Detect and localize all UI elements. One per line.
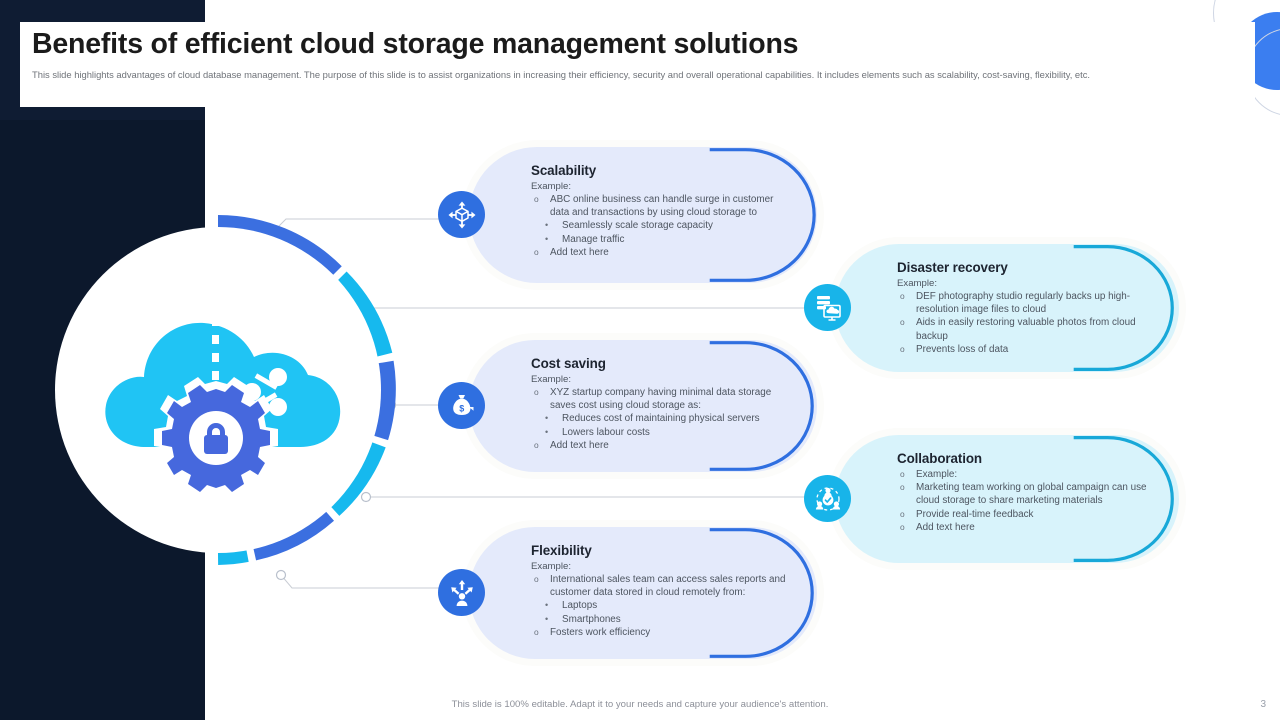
list-item: International sales team can access sale… (531, 573, 787, 599)
hub-ring (217, 215, 396, 565)
list-item: DEF photography studio regularly backs u… (897, 290, 1149, 316)
card-example-label: Example: (531, 561, 571, 572)
list-item: XYZ startup company having minimal data … (531, 386, 787, 412)
list-item: ABC online business can handle surge in … (531, 193, 787, 219)
list-item: Provide real-time feedback (897, 508, 1149, 521)
list-item: Seamlessly scale storage capacity (531, 219, 787, 232)
server-cloud-backup-icon (804, 284, 851, 331)
central-hub (33, 205, 403, 575)
card-bullet-list: Example: Marketing team working on globa… (897, 468, 1149, 534)
card-sub-bullet-list: Reduces cost of maintaining physical ser… (531, 412, 787, 439)
cloud-gear-lock-icon (88, 265, 348, 515)
card-bullet-list: ABC online business can handle surge in … (531, 193, 787, 219)
card-example-label: Example: (531, 181, 571, 192)
list-item: Laptops (531, 599, 787, 612)
card-title: Cost saving (531, 356, 606, 371)
card-bullet-list-2: Add text here (531, 246, 787, 259)
list-item: Smartphones (531, 613, 787, 626)
title-block: Benefits of efficient cloud storage mana… (20, 22, 1255, 107)
list-item: Example: (897, 468, 1149, 481)
svg-text:$: $ (459, 403, 464, 413)
card-disaster-recovery[interactable]: Disaster recovery Example: DEF photograp… (804, 237, 1186, 379)
money-bag-icon: $ (438, 382, 485, 429)
card-title: Flexibility (531, 543, 592, 558)
page-title: Benefits of efficient cloud storage mana… (32, 28, 799, 60)
card-sub-bullet-list: Seamlessly scale storage capacity Manage… (531, 219, 787, 246)
footer-note: This slide is 100% editable. Adapt it to… (451, 699, 829, 710)
list-item: Reduces cost of maintaining physical ser… (531, 412, 787, 425)
list-item: Fosters work efficiency (531, 626, 787, 639)
card-bullet-list: International sales team can access sale… (531, 573, 787, 599)
card-title: Scalability (531, 163, 597, 178)
page-subtitle: This slide highlights advantages of clou… (32, 69, 1091, 80)
card-title: Collaboration (897, 451, 982, 466)
card-example-label: Example: (897, 278, 937, 289)
card-cost-saving[interactable]: Cost saving Example: XYZ startup company… (438, 333, 824, 479)
card-scalability[interactable]: Scalability Example: ABC online business… (438, 140, 824, 290)
list-item: Manage traffic (531, 233, 787, 246)
card-bullet-list-2: Fosters work efficiency (531, 626, 787, 639)
team-collaboration-icon (804, 475, 851, 522)
person-arrows-branch-icon (438, 569, 485, 616)
list-item: Aids in easily restoring valuable photos… (897, 316, 1149, 342)
list-item: Marketing team working on global campaig… (897, 481, 1149, 507)
card-title: Disaster recovery (897, 260, 1008, 275)
card-bullet-list: XYZ startup company having minimal data … (531, 386, 787, 412)
list-item: Lowers labour costs (531, 426, 787, 439)
page-number: 3 (1260, 699, 1266, 710)
card-collaboration[interactable]: Collaboration Example: Marketing team wo… (804, 428, 1186, 570)
list-item: Add text here (531, 439, 787, 452)
scale-arrows-cube-icon (438, 191, 485, 238)
list-item: Add text here (531, 246, 787, 259)
card-sub-bullet-list: Laptops Smartphones (531, 599, 787, 626)
card-flexibility[interactable]: Flexibility Example: International sales… (438, 520, 824, 666)
list-item: Add text here (897, 521, 1149, 534)
card-bullet-list-2: Add text here (531, 439, 787, 452)
card-example-label: Example: (531, 374, 571, 385)
card-bullet-list: DEF photography studio regularly backs u… (897, 290, 1149, 356)
list-item: Prevents loss of data (897, 343, 1149, 356)
